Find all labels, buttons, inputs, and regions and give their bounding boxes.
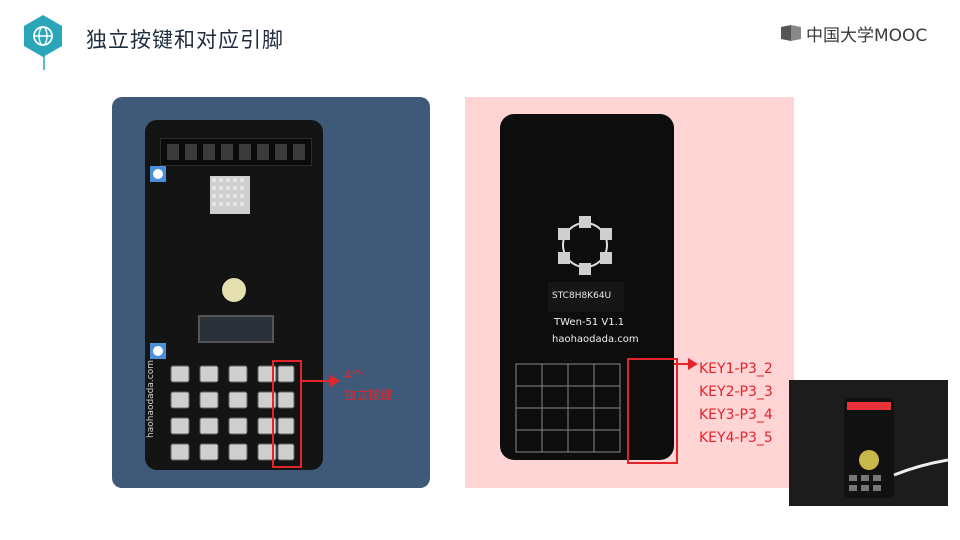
key3-pin-label: KEY3-P3_4 [699, 407, 773, 423]
brand-name: 中国大学MOOC [806, 25, 928, 46]
potentiometer-icon [150, 343, 166, 359]
arrow-right-icon [300, 375, 340, 387]
chip-label: STC8H8K64U [552, 291, 612, 301]
globe-icon [24, 15, 62, 57]
lcd-screen [198, 315, 274, 343]
mooc-brand: 中国大学MOOC [780, 20, 927, 46]
led-dot-matrix [210, 176, 250, 214]
page-title: 独立按键和对应引脚 [86, 28, 284, 52]
annotation-label: 独立按键 [344, 388, 393, 402]
mooc-logo-icon [781, 25, 801, 41]
arrow-right-icon [674, 358, 698, 370]
mcu-chip [548, 282, 624, 312]
key4-pin-label: KEY4-P3_5 [699, 430, 773, 446]
keypad-grid [515, 363, 621, 453]
board-name: TWen-51 V1.1 [554, 317, 625, 328]
potentiometer-icon [150, 166, 166, 182]
capacitor [220, 276, 248, 304]
header-connector-line [43, 56, 45, 70]
independent-keys-highlight [272, 360, 302, 468]
rgb-led-ring [558, 216, 612, 275]
key1-pin-label: KEY1-P3_2 [699, 361, 773, 377]
seven-segment-display [160, 138, 312, 166]
key2-pin-label: KEY2-P3_3 [699, 384, 773, 400]
board-website-text: haohaodada.com [146, 360, 156, 438]
annotation-count: 4个 [344, 368, 364, 382]
key-pins-highlight [627, 358, 678, 464]
key-matrix-buttons [170, 365, 295, 461]
board-website: haohaodada.com [552, 334, 639, 345]
board-photo [789, 380, 949, 506]
